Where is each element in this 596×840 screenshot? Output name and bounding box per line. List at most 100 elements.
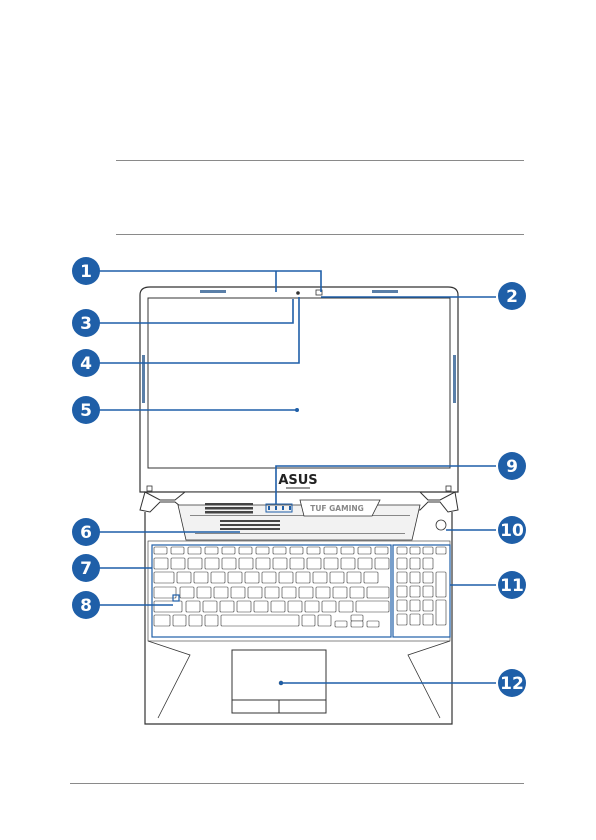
- keyboard-key[interactable]: [397, 558, 407, 569]
- keyboard-key[interactable]: [173, 615, 186, 626]
- keyboard-key[interactable]: [154, 601, 182, 612]
- keyboard-key[interactable]: [358, 558, 372, 569]
- keyboard-key[interactable]: [364, 572, 378, 583]
- keyboard-key[interactable]: [205, 558, 219, 569]
- keyboard-key[interactable]: [177, 572, 191, 583]
- keyboard-key[interactable]: [356, 601, 389, 612]
- touchpad[interactable]: [232, 650, 326, 713]
- keyboard-key[interactable]: [154, 615, 170, 626]
- callout-8-caps-lock-indicator: 8: [72, 591, 100, 619]
- keyboard-key[interactable]: [375, 547, 388, 554]
- keyboard-key[interactable]: [203, 601, 217, 612]
- keyboard-key[interactable]: [237, 601, 251, 612]
- keyboard-key[interactable]: [211, 572, 225, 583]
- keyboard-key[interactable]: [205, 615, 218, 626]
- power-button-icon[interactable]: [436, 520, 446, 530]
- keyboard-key[interactable]: [171, 558, 185, 569]
- keyboard-key[interactable]: [316, 587, 330, 598]
- keyboard-key[interactable]: [299, 587, 313, 598]
- keyboard-key[interactable]: [410, 558, 420, 569]
- keyboard-key[interactable]: [186, 601, 200, 612]
- keyboard-key[interactable]: [410, 572, 420, 583]
- keyboard-key[interactable]: [335, 621, 347, 627]
- keyboard-key[interactable]: [436, 547, 446, 554]
- keyboard-key[interactable]: [221, 615, 299, 626]
- keyboard-key[interactable]: [222, 547, 235, 554]
- keyboard-key[interactable]: [436, 572, 446, 597]
- keyboard-key[interactable]: [273, 547, 286, 554]
- keyboard-key[interactable]: [256, 547, 269, 554]
- keyboard-key[interactable]: [194, 572, 208, 583]
- keyboard-key[interactable]: [188, 558, 202, 569]
- keyboard-key[interactable]: [397, 572, 407, 583]
- keyboard-key[interactable]: [324, 547, 337, 554]
- keyboard-key[interactable]: [305, 601, 319, 612]
- keyboard-key[interactable]: [410, 547, 420, 554]
- keyboard-key[interactable]: [307, 547, 320, 554]
- keyboard-key[interactable]: [341, 547, 354, 554]
- keyboard-key[interactable]: [333, 587, 347, 598]
- keyboard-key[interactable]: [279, 572, 293, 583]
- keyboard-key[interactable]: [410, 586, 420, 597]
- keyboard-key[interactable]: [228, 572, 242, 583]
- keyboard-key[interactable]: [347, 572, 361, 583]
- keyboard-key[interactable]: [322, 601, 336, 612]
- keyboard-key[interactable]: [290, 558, 304, 569]
- keyboard-key[interactable]: [397, 614, 407, 625]
- keyboard-key[interactable]: [290, 547, 303, 554]
- keyboard-key[interactable]: [410, 614, 420, 625]
- keyboard-key[interactable]: [423, 558, 433, 569]
- keyboard-key[interactable]: [302, 615, 315, 626]
- keyboard-key[interactable]: [171, 547, 184, 554]
- keyboard-key[interactable]: [256, 558, 270, 569]
- keyboard-key[interactable]: [423, 600, 433, 611]
- keyboard-key[interactable]: [265, 587, 279, 598]
- keyboard-key[interactable]: [154, 547, 167, 554]
- keyboard-key[interactable]: [262, 572, 276, 583]
- keyboard-key[interactable]: [358, 547, 371, 554]
- keyboard-key[interactable]: [367, 621, 379, 627]
- keyboard-key[interactable]: [245, 572, 259, 583]
- keyboard-key[interactable]: [239, 547, 252, 554]
- keyboard-key[interactable]: [423, 614, 433, 625]
- keyboard-key[interactable]: [154, 572, 174, 583]
- keyboard-key[interactable]: [367, 587, 389, 598]
- keyboard-key[interactable]: [220, 601, 234, 612]
- keyboard-key[interactable]: [288, 601, 302, 612]
- keyboard-key[interactable]: [248, 587, 262, 598]
- keyboard-key[interactable]: [254, 601, 268, 612]
- keyboard-key[interactable]: [324, 558, 338, 569]
- keyboard-key[interactable]: [197, 587, 211, 598]
- keyboard-key[interactable]: [350, 587, 364, 598]
- keyboard-key[interactable]: [239, 558, 253, 569]
- keyboard-key[interactable]: [351, 615, 363, 621]
- keyboard-key[interactable]: [313, 572, 327, 583]
- keyboard-key[interactable]: [423, 586, 433, 597]
- keyboard-key[interactable]: [222, 558, 236, 569]
- keyboard-key[interactable]: [351, 621, 363, 627]
- keyboard-key[interactable]: [231, 587, 245, 598]
- keyboard-key[interactable]: [341, 558, 355, 569]
- keyboard-key[interactable]: [397, 600, 407, 611]
- keyboard-key[interactable]: [410, 600, 420, 611]
- keyboard-key[interactable]: [423, 547, 433, 554]
- keyboard-key[interactable]: [436, 600, 446, 625]
- keyboard-key[interactable]: [296, 572, 310, 583]
- keyboard-key[interactable]: [423, 572, 433, 583]
- keyboard-key[interactable]: [307, 558, 321, 569]
- keyboard-key[interactable]: [154, 558, 168, 569]
- keyboard-key[interactable]: [397, 547, 407, 554]
- keyboard-key[interactable]: [189, 615, 202, 626]
- keyboard-key[interactable]: [180, 587, 194, 598]
- keyboard-key[interactable]: [330, 572, 344, 583]
- keyboard-key[interactable]: [271, 601, 285, 612]
- keyboard-key[interactable]: [339, 601, 353, 612]
- keyboard-key[interactable]: [282, 587, 296, 598]
- keyboard-key[interactable]: [214, 587, 228, 598]
- keyboard-key[interactable]: [375, 558, 389, 569]
- keyboard-key[interactable]: [273, 558, 287, 569]
- keyboard-key[interactable]: [205, 547, 218, 554]
- keyboard-key[interactable]: [397, 586, 407, 597]
- keyboard-key[interactable]: [188, 547, 201, 554]
- keyboard-key[interactable]: [318, 615, 331, 626]
